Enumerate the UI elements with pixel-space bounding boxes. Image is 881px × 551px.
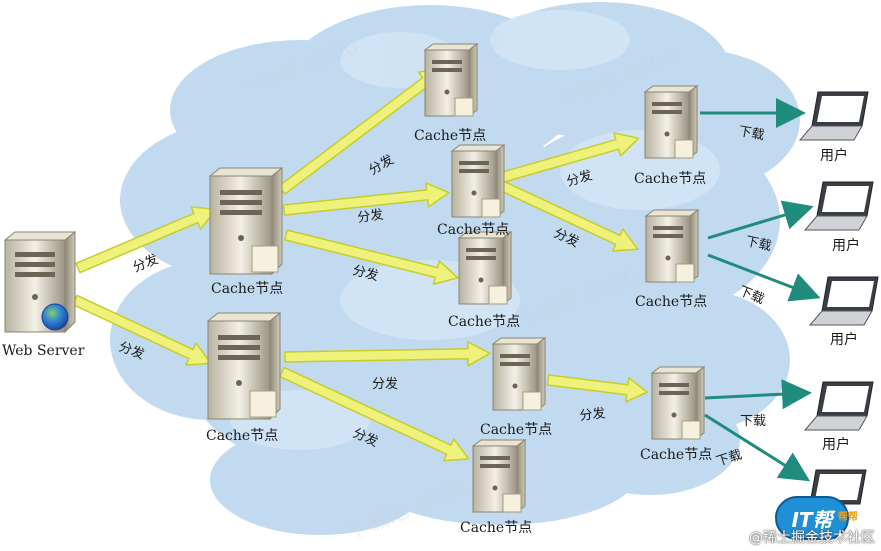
cache-server-icon-2 bbox=[206, 311, 282, 421]
node-labels: Web Server Cache节点 Cache节点 Cache节点 Cache… bbox=[2, 128, 712, 536]
itbang-logo: IT帮 bbox=[775, 496, 849, 540]
cache-server-icon-5 bbox=[457, 231, 513, 305]
arrow-c7-u2 bbox=[707, 200, 814, 240]
arrow-c2-c9 bbox=[279, 366, 470, 462]
edge-label-download-4: 下载 bbox=[740, 414, 766, 429]
edge-label-distribute-8: 分发 bbox=[372, 376, 398, 392]
label-cache-8: Cache节点 bbox=[480, 422, 552, 438]
label-user-2: 用户 bbox=[832, 237, 860, 254]
edge-label-distribute-6: 分发 bbox=[565, 167, 594, 190]
label-web-server: Web Server bbox=[2, 343, 85, 359]
edge-label-distribute-1: 分发 bbox=[131, 251, 161, 276]
arrow-c1-c4 bbox=[282, 182, 450, 216]
itbang-logo-sub: 帮帮 bbox=[838, 512, 858, 523]
arrow-c7-u3 bbox=[707, 253, 821, 302]
user-laptops bbox=[798, 91, 879, 505]
label-cache-5: Cache节点 bbox=[448, 314, 520, 330]
arrow-c10-u5 bbox=[704, 413, 811, 482]
label-user-3: 用户 bbox=[830, 331, 858, 348]
label-cache-4: Cache节点 bbox=[437, 222, 509, 238]
arrow-c8-c10 bbox=[546, 374, 649, 403]
label-cache-1: Cache节点 bbox=[211, 281, 283, 297]
laptop-icon-5 bbox=[809, 469, 867, 505]
label-cache-10: Cache节点 bbox=[640, 447, 712, 463]
web-server-icon bbox=[3, 230, 77, 334]
label-cache-3: Cache节点 bbox=[414, 128, 486, 144]
arrow-c10-u4 bbox=[704, 379, 812, 410]
arrow-c1-c5 bbox=[284, 229, 459, 285]
label-user-1: 用户 bbox=[820, 147, 848, 164]
label-cache-6: Cache节点 bbox=[634, 171, 706, 187]
arrow-c4-c7 bbox=[497, 179, 639, 252]
label-cache-9: Cache节点 bbox=[460, 520, 532, 536]
arrow-web-c2 bbox=[72, 294, 212, 366]
cache-server-icon-1 bbox=[208, 166, 284, 276]
cache-server-icon-3 bbox=[423, 43, 479, 117]
arrow-web-c1 bbox=[75, 206, 217, 274]
distribute-arrows bbox=[72, 67, 649, 462]
cache-server-icon-6 bbox=[643, 85, 699, 159]
server-icons bbox=[3, 43, 706, 513]
arrow-c2-c8 bbox=[284, 341, 491, 367]
label-user-4: 用户 bbox=[822, 436, 850, 453]
download-arrows bbox=[700, 98, 821, 482]
laptop-icon-1 bbox=[798, 91, 869, 141]
laptop-icon-2 bbox=[803, 181, 874, 231]
edge-label-distribute-4: 分发 bbox=[356, 206, 384, 225]
label-cache-7: Cache节点 bbox=[635, 294, 707, 310]
edge-label-distribute-10: 分发 bbox=[579, 405, 607, 424]
edge-label-download-2: 下载 bbox=[744, 234, 773, 254]
cache-server-icon-10 bbox=[650, 366, 706, 440]
cache-server-icon-4 bbox=[450, 144, 506, 218]
laptop-icon-3 bbox=[808, 276, 879, 326]
arrow-c4-c6 bbox=[497, 132, 640, 184]
label-cache-2: Cache节点 bbox=[206, 428, 278, 444]
laptop-icon-4 bbox=[803, 381, 874, 431]
user-labels: 用户 用户 用户 用户 bbox=[820, 147, 860, 453]
cache-server-icon-8 bbox=[491, 337, 547, 411]
footer-watermark: @稀土掘金技术社区 bbox=[749, 530, 875, 546]
cache-server-icon-7 bbox=[644, 209, 700, 283]
cache-server-icon-9 bbox=[471, 439, 527, 513]
edge-label-download-1: 下载 bbox=[737, 124, 765, 143]
edge-label-distribute-5: 分发 bbox=[351, 262, 380, 284]
